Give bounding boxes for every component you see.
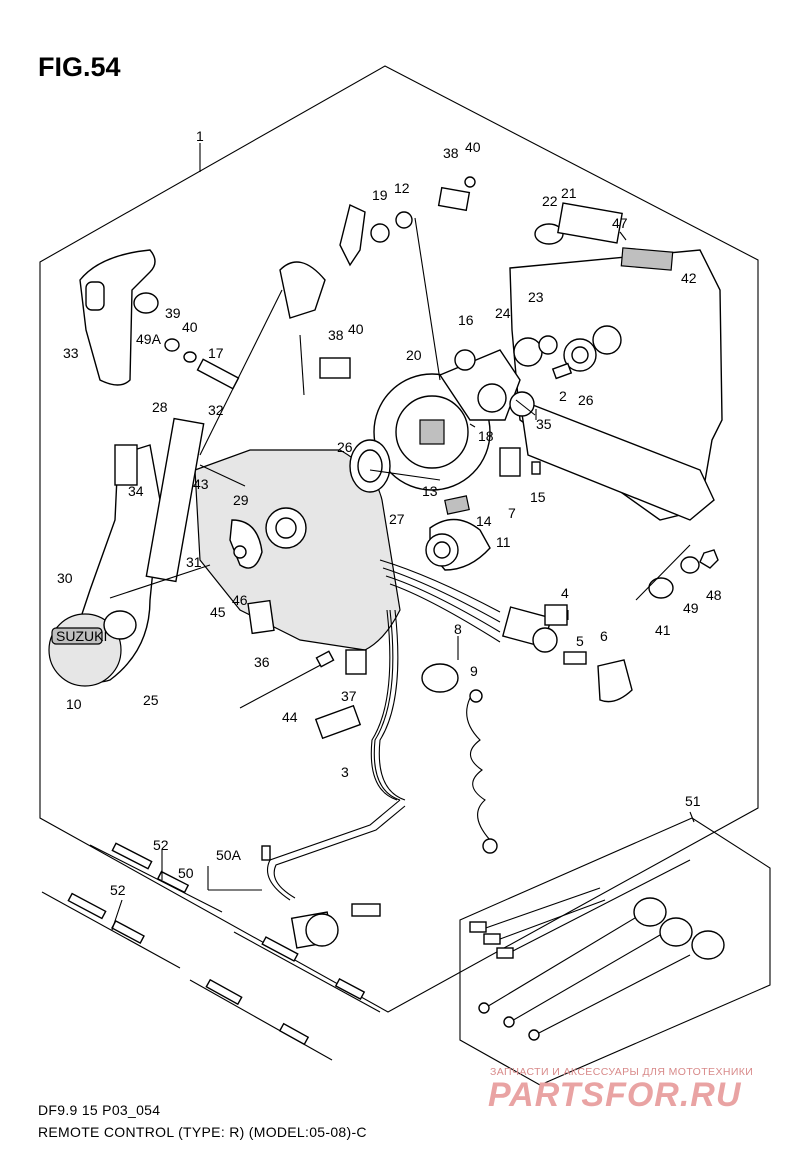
callout-22: 22 [542,193,558,209]
callout-45: 45 [210,604,226,620]
callout-30: 30 [57,570,73,586]
knob-brand: SUZUKI [56,628,107,644]
callout-12: 12 [394,180,410,196]
callout-35: 35 [536,416,552,432]
callout-24: 24 [495,305,511,321]
callout-6: 6 [600,628,608,644]
drawing-description: REMOTE CONTROL (TYPE: R) (MODEL:05-08)-C [38,1124,367,1140]
callout-9: 9 [470,663,478,679]
callout-11: 11 [496,534,511,550]
callout-32: 32 [208,402,224,418]
callout-50: 50 [178,865,194,881]
callout-8: 8 [454,621,462,637]
callout-28: 28 [152,399,168,415]
throttle-cable-upper [89,842,223,913]
callout-2: 2 [559,388,567,404]
callout-19: 19 [372,187,388,203]
callout-21: 21 [561,185,577,201]
callout-36: 36 [254,654,270,670]
callout-16: 16 [458,312,474,328]
callout-7: 7 [508,505,516,521]
throttle-cable-lower [41,891,181,969]
callout-5: 5 [576,633,584,649]
housing-side-plate [519,398,715,521]
callout-37: 37 [341,688,357,704]
callout-38: 38 [443,145,459,161]
callout-52: 52 [153,837,169,853]
callout-34: 34 [128,483,144,499]
callout-14: 14 [476,513,492,529]
callout-49a: 49A [136,331,162,347]
callout-26b: 26 [337,439,353,455]
callout-40c: 40 [348,321,364,337]
callout-27: 27 [389,511,405,527]
callout-42: 42 [681,270,697,286]
callout-25: 25 [143,692,159,708]
callout-48: 48 [706,587,722,603]
figure-title: FIG.54 [38,52,121,82]
watermark-logo[interactable]: PARTSFOR.RU [488,1076,742,1114]
wiring-harness [379,559,501,643]
callout-40: 40 [465,139,481,155]
switch-7 [499,447,521,477]
cable-tie-kit [469,859,725,1041]
callout-3: 3 [341,764,349,780]
drawing-code: DF9.9 15 P03_054 [38,1102,161,1118]
callout-51: 51 [685,793,701,809]
neutral-switch-gear [229,519,263,569]
callout-29: 29 [233,492,249,508]
callout-47: 47 [612,215,628,231]
callout-44: 44 [282,709,298,725]
callout-15: 15 [530,489,546,505]
watermark-tagline: ЗАПЧАСТИ И АКСЕССУАРЫ ДЛЯ МОТОТЕХНИКИ [490,1066,754,1078]
callout-26: 26 [578,392,594,408]
callout-38b: 38 [328,327,344,343]
shift-cable-1 [233,931,381,1013]
callout-39: 39 [165,305,181,321]
callout-43: 43 [193,476,209,492]
callout-10: 10 [66,696,82,712]
callout-52b: 52 [110,882,126,898]
callout-50a: 50A [216,847,242,863]
buzzer-11 [425,518,491,571]
callout-33: 33 [63,345,79,361]
assembly-outline [39,65,759,1013]
bolt-44 [239,659,331,709]
callout-20: 20 [406,347,422,363]
callout-18: 18 [478,428,494,444]
callout-31: 31 [186,554,202,570]
callout-4: 4 [561,585,569,601]
shift-cable-2 [189,978,333,1061]
handle-cover-33 [79,249,156,386]
callout-49: 49 [683,600,699,616]
callout-23: 23 [528,289,544,305]
stop-switch-8 [421,663,459,693]
callout-41: 41 [655,622,671,638]
callout-1: 1 [196,128,204,144]
callout-40b: 40 [182,319,198,335]
callout-17: 17 [208,345,224,361]
callout-13: 13 [422,483,438,499]
callout-46: 46 [232,592,248,608]
